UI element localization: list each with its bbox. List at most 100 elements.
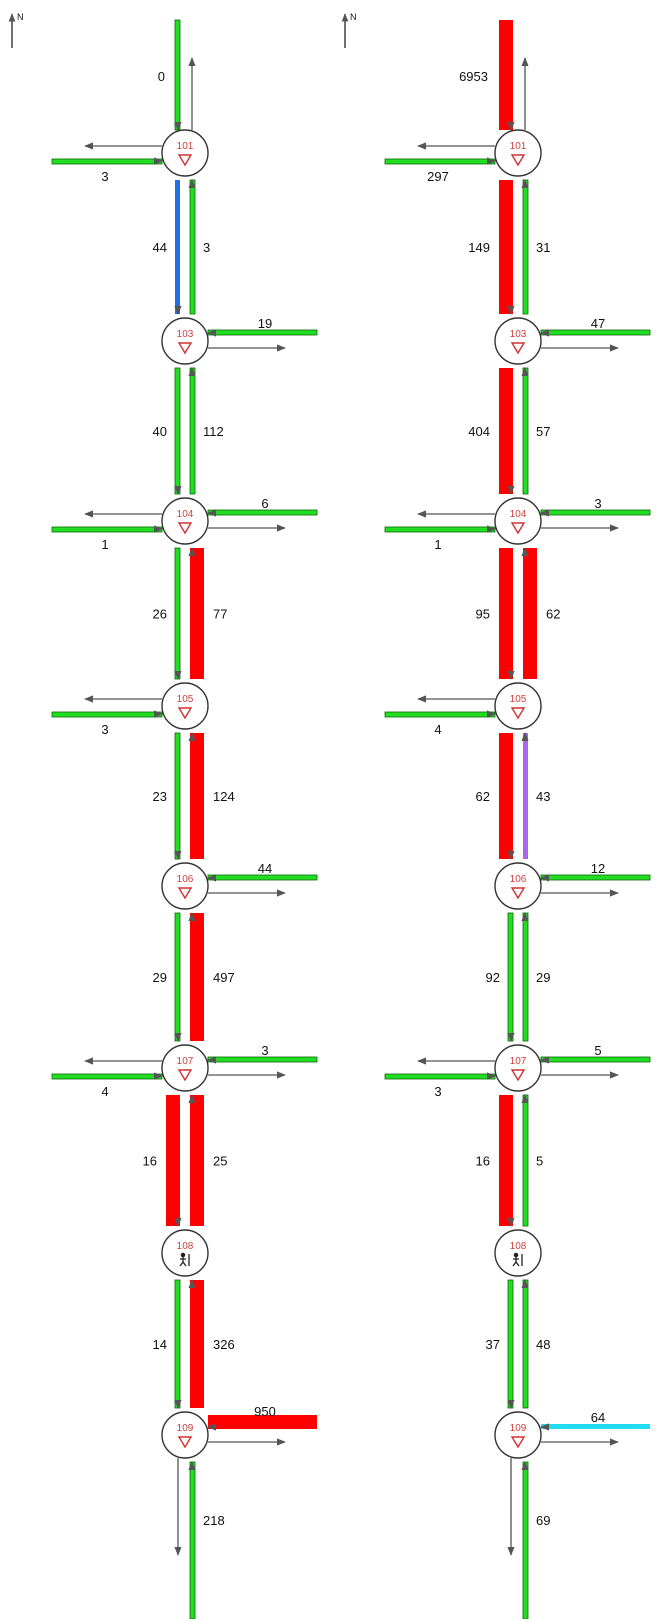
link-value-northbound: 5 xyxy=(536,1154,543,1169)
link-bar-southbound xyxy=(507,912,514,1042)
link-bar-southbound xyxy=(499,733,513,859)
pedestrian-icon xyxy=(512,1252,523,1267)
node-circle xyxy=(494,682,542,730)
west-approach-value: 3 xyxy=(434,1084,441,1099)
link-bar-southbound xyxy=(499,368,513,494)
east-approach-value: 47 xyxy=(591,316,605,331)
link-value-northbound: 77 xyxy=(213,607,227,622)
node-id: 101 xyxy=(177,141,194,152)
link-bar-northbound xyxy=(522,367,529,495)
node-circle xyxy=(161,497,209,545)
west-approach-value: 1 xyxy=(434,537,441,552)
link-value-northbound: 112 xyxy=(203,424,224,439)
node-circle xyxy=(161,1044,209,1092)
node-id: 101 xyxy=(510,141,527,152)
link-bar-southbound xyxy=(499,1095,513,1226)
node-circle xyxy=(494,1044,542,1092)
node-circle xyxy=(494,1229,542,1277)
pedestrian-head xyxy=(513,1252,519,1258)
link-bar-northbound xyxy=(190,548,204,679)
yield-icon xyxy=(177,154,193,167)
yield-icon xyxy=(177,887,193,900)
west-approach-bar xyxy=(384,526,496,533)
link-bar-northbound xyxy=(190,1095,204,1226)
link-bar-northbound xyxy=(523,733,528,859)
node-circle xyxy=(161,317,209,365)
link-value-southbound: 14 xyxy=(153,1337,167,1352)
link-value-southbound: 40 xyxy=(153,424,167,439)
node-id: 105 xyxy=(510,694,527,705)
node-id: 103 xyxy=(510,329,527,340)
west-approach-value: 4 xyxy=(434,722,441,737)
yield-icon xyxy=(510,342,526,355)
link-value-northbound: 62 xyxy=(546,607,560,622)
pedestrian-body xyxy=(179,1257,187,1267)
link-value-southbound: 23 xyxy=(153,789,167,804)
west-approach-bar xyxy=(51,158,163,165)
link-bar-southbound xyxy=(174,912,181,1042)
link-bar-northbound xyxy=(190,733,204,859)
link-value-northbound: 326 xyxy=(213,1337,235,1352)
east-approach-value: 950 xyxy=(254,1404,276,1419)
pedestrian-icon xyxy=(179,1252,190,1267)
link-bar-southbound xyxy=(174,1279,181,1409)
link-bar-northbound xyxy=(189,179,196,315)
link-value-northbound: 43 xyxy=(536,789,550,804)
link-value-northbound: 124 xyxy=(213,789,235,804)
yield-icon xyxy=(510,887,526,900)
yield-icon xyxy=(177,522,193,535)
link-value-southbound: 16 xyxy=(476,1154,490,1169)
west-approach-bar xyxy=(384,158,496,165)
west-approach-bar xyxy=(384,1073,496,1080)
yield-icon xyxy=(177,707,193,720)
node-id: 105 xyxy=(177,694,194,705)
link-bar-southbound xyxy=(175,180,180,314)
yield-icon xyxy=(510,1436,526,1449)
north-label: N xyxy=(17,12,24,22)
node-id: 106 xyxy=(510,874,527,885)
link-bar-northbound xyxy=(522,912,529,1042)
link-bar-southbound xyxy=(174,547,181,680)
node-circle xyxy=(494,1411,542,1459)
east-approach-bar xyxy=(208,1415,317,1429)
yield-icon xyxy=(510,522,526,535)
link-value-northbound: 29 xyxy=(536,970,550,985)
north-inflow-value: 0 xyxy=(158,69,165,84)
link-value-southbound: 44 xyxy=(153,240,167,255)
node-circle xyxy=(161,1229,209,1277)
south-inflow-bar xyxy=(522,1461,529,1619)
node-id: 104 xyxy=(177,509,194,520)
south-inflow-value: 218 xyxy=(203,1513,225,1528)
node-id: 106 xyxy=(177,874,194,885)
link-bar-southbound xyxy=(499,180,513,314)
link-value-southbound: 37 xyxy=(486,1337,500,1352)
link-bar-southbound xyxy=(499,548,513,679)
link-bar-northbound xyxy=(523,548,537,679)
west-approach-value: 1 xyxy=(101,537,108,552)
west-approach-value: 4 xyxy=(101,1084,108,1099)
west-approach-bar xyxy=(51,1073,163,1080)
west-approach-bar xyxy=(384,711,496,718)
east-approach-value: 6 xyxy=(261,496,268,511)
link-value-northbound: 25 xyxy=(213,1154,227,1169)
node-circle xyxy=(161,129,209,177)
link-value-northbound: 497 xyxy=(213,970,235,985)
node-circle xyxy=(161,1411,209,1459)
east-approach-value: 19 xyxy=(258,316,272,331)
west-approach-bar xyxy=(51,711,163,718)
node-id: 107 xyxy=(510,1056,527,1067)
link-bar-northbound xyxy=(522,179,529,315)
node-circle xyxy=(161,682,209,730)
node-id: 108 xyxy=(177,1241,194,1252)
south-inflow-value: 69 xyxy=(536,1513,550,1528)
link-bar-northbound xyxy=(190,1280,204,1408)
yield-icon xyxy=(177,1069,193,1082)
node-id: 107 xyxy=(177,1056,194,1067)
node-id: 104 xyxy=(510,509,527,520)
link-value-southbound: 29 xyxy=(153,970,167,985)
pedestrian-body xyxy=(512,1257,520,1267)
link-bar-southbound xyxy=(174,732,181,860)
link-value-southbound: 62 xyxy=(476,789,490,804)
node-id: 103 xyxy=(177,329,194,340)
